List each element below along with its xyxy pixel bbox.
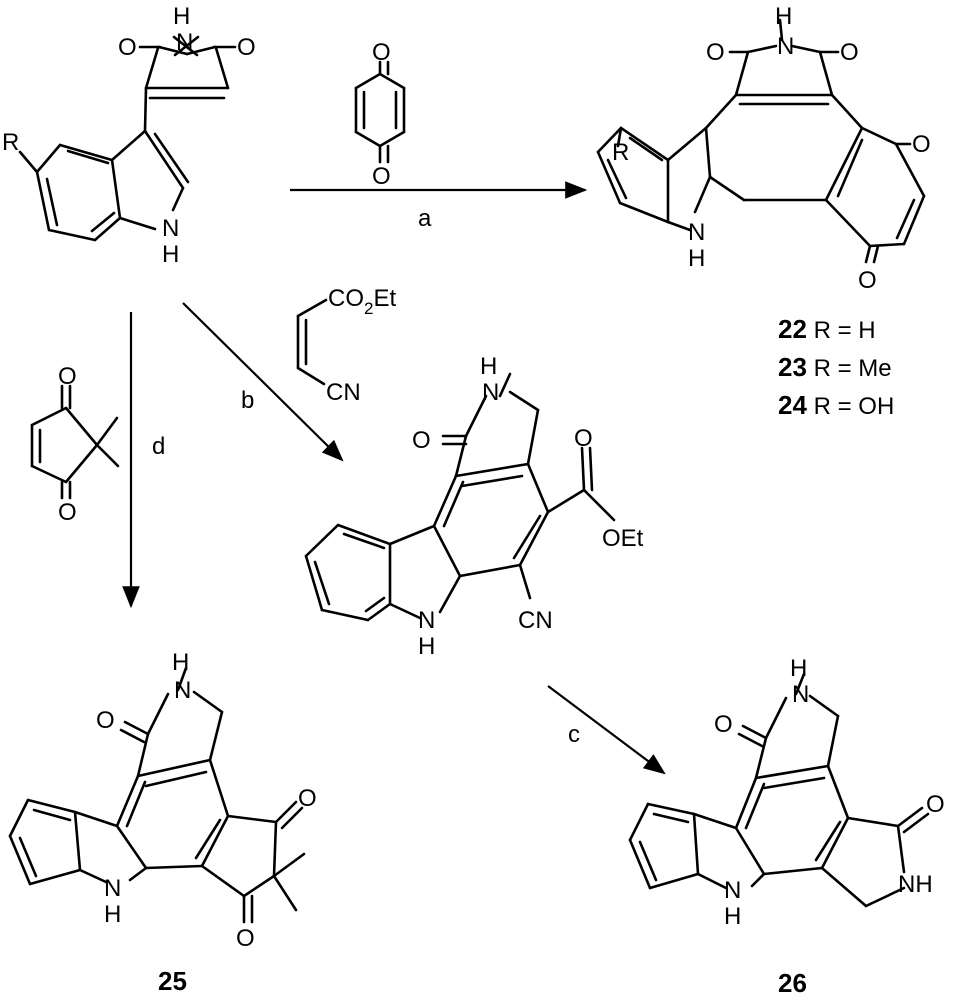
atom-H: H [775, 3, 792, 30]
atom-CO: CO2Et [328, 285, 396, 318]
starting-material-indolylmaleimide: H N O O R N H [2, 3, 256, 268]
atom-O: O [412, 427, 431, 454]
compound-23-r: R = Me [807, 355, 892, 382]
condition-c-label: c [568, 721, 580, 748]
atom-H: H [790, 655, 807, 682]
atom-H: H [418, 633, 435, 660]
atom-H: H [173, 3, 190, 30]
atom-N: N [482, 379, 499, 406]
legend-row-22: 22 R = H [778, 314, 876, 344]
legend-row-23: 23 R = Me [778, 352, 892, 382]
atom-OEt: OEt [602, 525, 644, 552]
atom-H: H [688, 245, 705, 272]
product-25: H N O O N H O [8, 649, 317, 952]
atom-O: O [574, 425, 593, 452]
atom-O: O [372, 163, 391, 190]
compound-26-label: 26 [778, 968, 807, 998]
atom-R: R [612, 139, 629, 166]
compound-24-number: 24 [778, 390, 807, 420]
atom-H: H [480, 353, 497, 380]
atom-O: O [236, 925, 255, 952]
condition-d-label: d [152, 433, 165, 460]
subscript-2: 2 [364, 299, 373, 318]
atom-O: O [298, 785, 317, 812]
atom-N: N [104, 875, 121, 902]
atom-O: O [372, 39, 391, 66]
condition-b-label: b [241, 387, 254, 414]
atom-N: N [174, 677, 191, 704]
reagent-ethyl-cyanoacrylate: CO2Et CN [296, 285, 396, 406]
atom-O: O [926, 791, 945, 818]
arrow-b [182, 302, 344, 462]
atom-O: O [714, 711, 733, 738]
compound-22-number: 22 [778, 314, 807, 344]
atom-N: N [176, 29, 193, 56]
arrow-c [547, 685, 666, 775]
atom-O: O [96, 707, 115, 734]
co-text: CO [328, 285, 364, 312]
atom-H: H [162, 241, 179, 268]
atom-H: H [104, 901, 121, 928]
compound-23-number: 23 [778, 352, 807, 382]
atom-CN: CN [518, 607, 553, 634]
atom-O: O [58, 499, 77, 526]
atom-O: O [840, 39, 859, 66]
atom-O: O [237, 34, 256, 61]
atom-CN: CN [326, 379, 361, 406]
intermediate-cyano-ester-carbazole: H N O O OEt CN N H [304, 353, 644, 660]
atom-N: N [418, 607, 435, 634]
atom-N: N [688, 219, 705, 246]
atom-O: O [858, 267, 877, 294]
reagent-dimethylcyclopentenedione: O O [30, 363, 120, 526]
atom-O: O [58, 363, 77, 390]
atom-NH: NH [898, 871, 933, 898]
reagent-benzoquinone: O O [354, 39, 406, 190]
compound-22-r: R = H [807, 317, 876, 344]
product-22-24-carbazolequinone: H N O O O R N H O [596, 3, 931, 294]
product-26: H N O O NH N H [628, 655, 945, 930]
condition-a-label: a [418, 205, 432, 232]
atom-H: H [724, 903, 741, 930]
et-text: Et [373, 285, 396, 312]
atom-O: O [706, 39, 725, 66]
atom-N: N [162, 215, 179, 242]
atom-N: N [792, 681, 809, 708]
atom-N: N [777, 33, 794, 60]
atom-R: R [2, 129, 19, 156]
atom-O: O [912, 131, 931, 158]
r-group-legend: 22 R = H 23 R = Me 24 R = OH [778, 314, 894, 420]
atom-N: N [724, 877, 741, 904]
compound-25-label: 25 [158, 966, 187, 996]
atom-O: O [118, 34, 137, 61]
atom-H: H [172, 649, 189, 676]
legend-row-24: 24 R = OH [778, 390, 894, 420]
compound-24-r: R = OH [807, 393, 894, 420]
